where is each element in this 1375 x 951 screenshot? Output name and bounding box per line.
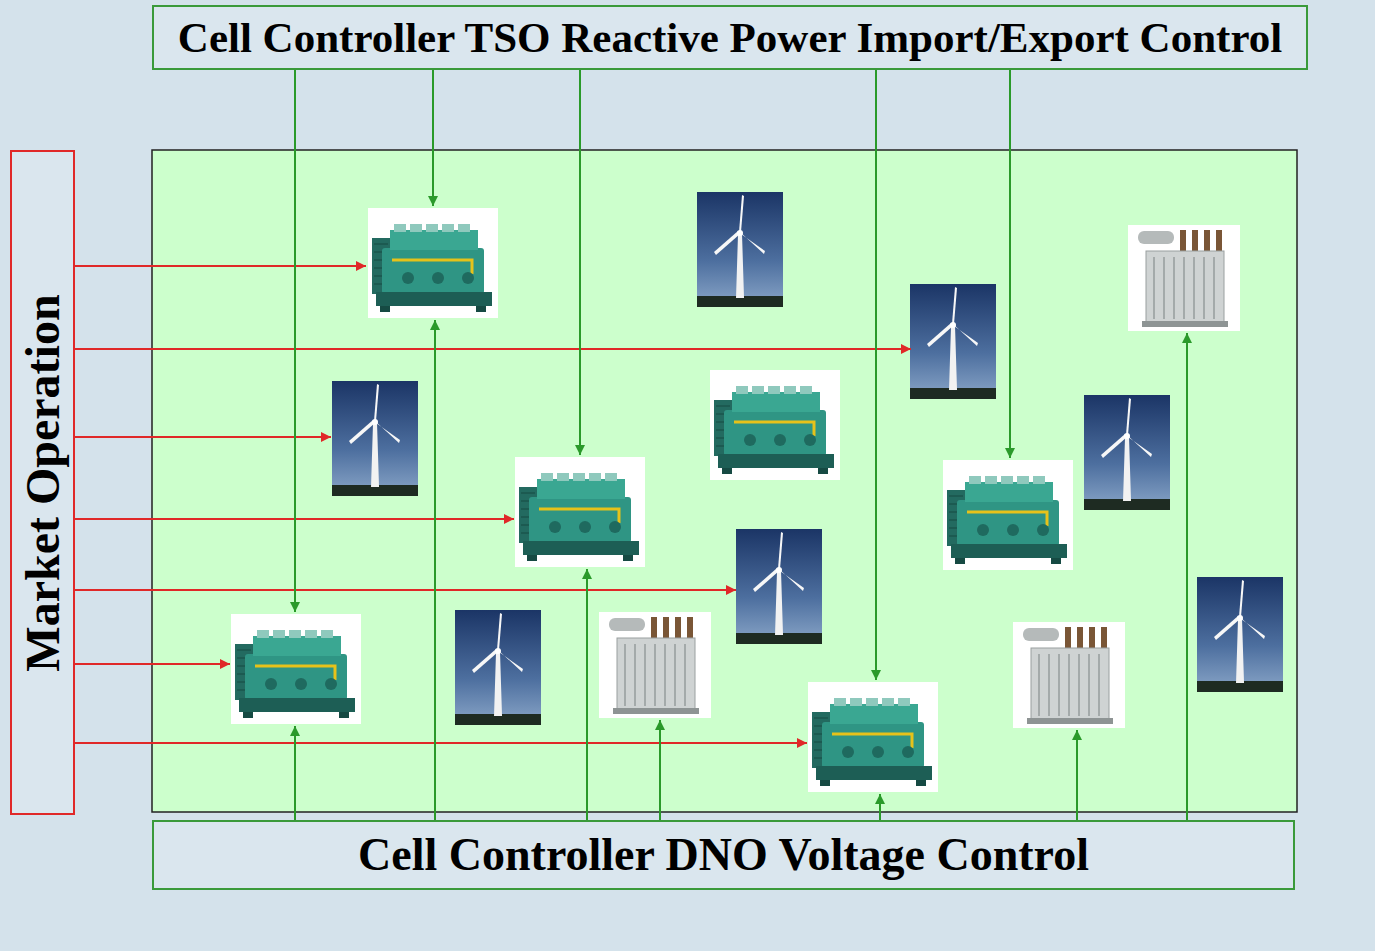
controller-box: Cell Controller TSO Reactive Power Impor…	[152, 5, 1308, 70]
dno-arrows	[295, 320, 1187, 820]
generator-icon	[368, 208, 498, 318]
market-arrow	[75, 265, 366, 267]
tso-arrow	[579, 70, 581, 455]
transformer-icon	[599, 612, 711, 718]
wind-turbine-icon	[1197, 577, 1283, 692]
dno-arrow	[586, 569, 588, 820]
node-label: Market Operation	[17, 294, 67, 671]
wind-turbine-icon	[332, 381, 418, 496]
dno-arrow	[1186, 333, 1188, 820]
transformer-icon	[1128, 225, 1240, 331]
wind-turbine-icons	[332, 192, 1283, 725]
dno-arrow	[879, 794, 881, 820]
market-box: Market Operation	[10, 150, 75, 815]
generator-icon	[231, 614, 361, 724]
dno-arrow	[659, 720, 661, 820]
tso-arrow	[432, 70, 434, 206]
tso-arrows	[295, 70, 1010, 680]
wind-turbine-icon	[697, 192, 783, 307]
generator-icon	[808, 682, 938, 792]
dno-arrow	[434, 320, 436, 820]
node-label: Cell Controller DNO Voltage Control	[358, 831, 1089, 879]
wind-turbine-icon	[736, 529, 822, 644]
tso-arrow	[1009, 70, 1011, 458]
market-arrow	[75, 742, 807, 744]
tso-arrow	[294, 70, 296, 612]
wind-turbine-icon	[910, 284, 996, 399]
market-arrows	[75, 266, 911, 743]
wind-turbine-icon	[455, 610, 541, 725]
generator-icon	[710, 370, 840, 480]
transformer-icons	[599, 225, 1240, 728]
tso-arrow	[875, 70, 877, 680]
transformer-icon	[1013, 622, 1125, 728]
wind-turbine-icon	[1084, 395, 1170, 510]
controller-box: Cell Controller DNO Voltage Control	[152, 820, 1295, 890]
generator-icon	[515, 457, 645, 567]
market-arrow	[75, 589, 736, 591]
market-arrow	[75, 663, 230, 665]
market-arrow	[75, 436, 331, 438]
market-arrow	[75, 348, 911, 350]
generator-icon	[943, 460, 1073, 570]
cell-area	[152, 150, 1297, 812]
dno-arrow	[1076, 730, 1078, 820]
generator-icons	[231, 208, 1073, 792]
node-label: Cell Controller TSO Reactive Power Impor…	[178, 15, 1282, 60]
dno-arrow	[294, 726, 296, 820]
